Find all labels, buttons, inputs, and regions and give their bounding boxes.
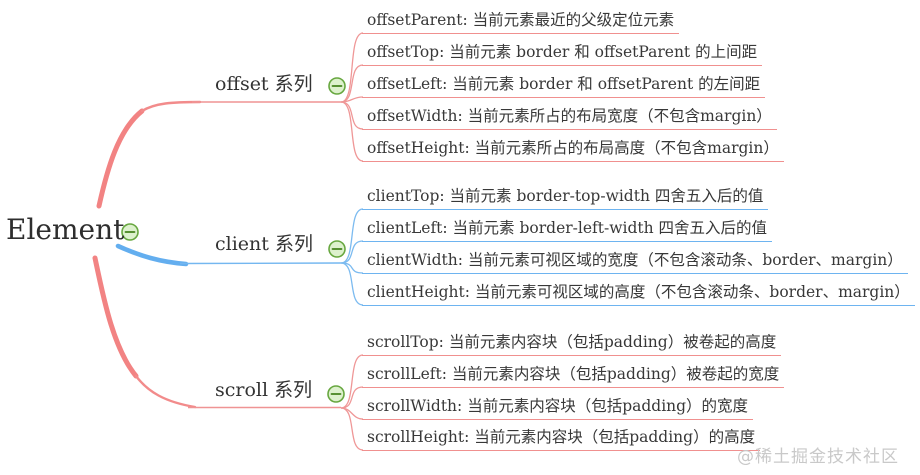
leaf-node-scrollwidth[interactable]: scrollWidth: 当前元素内容块（包括padding）的宽度 bbox=[362, 395, 754, 420]
leaf-node-clientwidth[interactable]: clientWidth: 当前元素可视区域的宽度（不包含滚动条、border、m… bbox=[362, 249, 908, 274]
leaf-node-scrollleft[interactable]: scrollLeft: 当前元素内容块（包括padding）被卷起的宽度 bbox=[362, 363, 785, 388]
root-node-element[interactable]: Element bbox=[6, 213, 125, 246]
connector-offsetleft bbox=[340, 96, 364, 103]
watermark-juejin: @稀土掘金技术社区 bbox=[737, 447, 899, 467]
connector-scrolltop bbox=[340, 354, 364, 409]
connector-offsetwidth bbox=[340, 101, 364, 130]
leaf-node-offsetheight[interactable]: offsetHeight: 当前元素所占的布局高度（不包含margin） bbox=[362, 137, 784, 162]
connector-offsettop bbox=[340, 64, 364, 103]
scroll-collapse-minus-icon[interactable] bbox=[327, 385, 345, 403]
leaf-node-offsetparent[interactable]: offsetParent: 当前元素最近的父级定位元素 bbox=[362, 9, 680, 34]
leaf-node-scrollheight[interactable]: scrollHeight: 当前元素内容块（包括padding）的高度 bbox=[362, 426, 761, 451]
leaf-node-scrolltop[interactable]: scrollTop: 当前元素内容块（包括padding）被卷起的高度 bbox=[362, 331, 782, 356]
offset-collapse-minus-icon[interactable] bbox=[328, 77, 346, 95]
client-collapse-minus-icon[interactable] bbox=[328, 240, 346, 258]
connector-clientleft bbox=[340, 240, 364, 264]
root-collapse-minus-icon[interactable] bbox=[121, 223, 139, 241]
connector-offsetheight bbox=[340, 101, 364, 162]
branch-node-scroll[interactable]: scroll 系列 bbox=[215, 379, 313, 401]
branch-node-client[interactable]: client 系列 bbox=[215, 233, 313, 255]
connector-offsetparent bbox=[340, 32, 364, 103]
branch-curve-offset bbox=[96, 108, 145, 209]
connector-scrollwidth bbox=[340, 407, 364, 420]
connector-scrollheight bbox=[340, 407, 364, 451]
branch-curve-scroll bbox=[92, 255, 139, 379]
branch-node-offset[interactable]: offset 系列 bbox=[215, 73, 313, 95]
branch-curve-offset-taper bbox=[140, 100, 202, 113]
branch-underline-client bbox=[179, 262, 342, 265]
connector-clienttop bbox=[340, 208, 364, 264]
branch-curve-scroll-taper bbox=[134, 374, 197, 409]
leaf-node-offsettop[interactable]: offsetTop: 当前元素 border 和 offsetParent 的上… bbox=[362, 41, 763, 66]
branch-curve-client bbox=[115, 243, 189, 267]
connector-scrollleft bbox=[340, 386, 364, 409]
leaf-node-offsetleft[interactable]: offsetLeft: 当前元素 border 和 offsetParent 的… bbox=[362, 73, 766, 98]
leaf-node-clientleft[interactable]: clientLeft: 当前元素 border-left-width 四舍五入后… bbox=[362, 217, 773, 242]
leaf-node-clienttop[interactable]: clientTop: 当前元素 border-top-width 四舍五入后的值 bbox=[362, 185, 769, 210]
leaf-node-clientheight[interactable]: clientHeight: 当前元素可视区域的高度（不包含滚动条、border、… bbox=[362, 281, 915, 306]
connector-clientheight bbox=[340, 262, 364, 306]
leaf-node-offsetwidth[interactable]: offsetWidth: 当前元素所占的布局宽度（不包含margin） bbox=[362, 105, 777, 130]
